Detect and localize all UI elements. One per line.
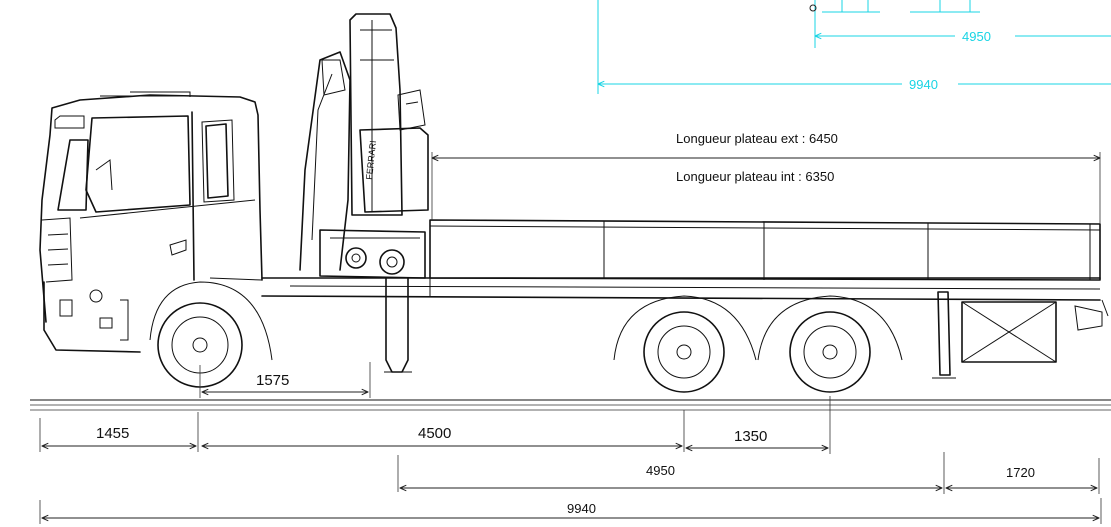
plateau-ext-label: Longueur plateau ext : 6450 xyxy=(676,131,838,146)
flatbed-plateau xyxy=(429,219,1101,281)
dim-1455-label: 1455 xyxy=(96,425,129,442)
top-dim-4950: 4950 xyxy=(962,29,991,44)
top-dim-9940: 9940 xyxy=(909,77,938,92)
rear-wheel-1 xyxy=(613,295,757,393)
dim-9940: 9940 xyxy=(39,498,1102,524)
truck-cab xyxy=(39,91,263,353)
crane-brand: FERRARI xyxy=(364,140,378,180)
dim-1350-label: 1350 xyxy=(734,428,767,445)
dim-4500: 4500 xyxy=(202,410,685,452)
dim-4950: 4950 xyxy=(397,452,945,494)
ground-line xyxy=(30,399,1111,411)
plateau-length-dimension: Longueur plateau ext : 6450 Longueur pla… xyxy=(432,131,1100,224)
rear-wheel-2 xyxy=(757,295,903,393)
dim-1575-label: 1575 xyxy=(256,372,289,389)
dim-9940-label: 9940 xyxy=(567,501,596,516)
dim-1575: 1575 xyxy=(199,362,371,398)
dim-1720: 1720 xyxy=(946,458,1100,494)
dim-4500-label: 4500 xyxy=(418,425,451,442)
top-cyan-dimensions: 4950 9940 xyxy=(598,0,1111,94)
plateau-int-label: Longueur plateau int : 6350 xyxy=(676,169,834,184)
dim-1455: 1455 xyxy=(39,412,199,452)
dim-1720-label: 1720 xyxy=(1006,465,1035,480)
dim-1350: 1350 xyxy=(686,396,831,454)
front-wheel xyxy=(149,281,273,388)
rear-outrigger xyxy=(932,291,1109,379)
loader-crane: FERRARI xyxy=(299,13,429,373)
dim-4950-label: 4950 xyxy=(646,463,675,478)
